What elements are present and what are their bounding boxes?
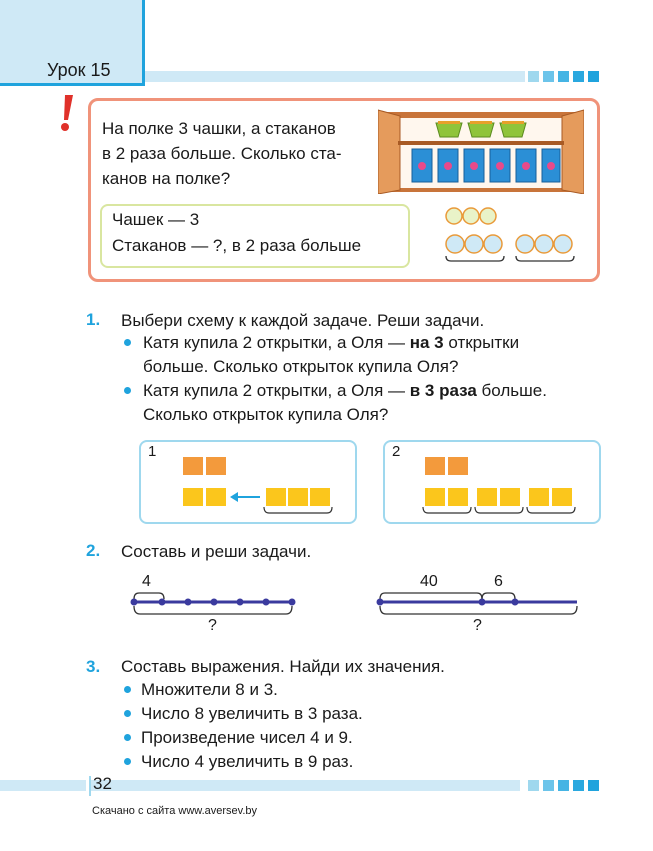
- source-credit: Скачано с сайта www.aversev.by: [92, 805, 258, 817]
- task3-item: Произведение чисел 4 и 9.: [141, 728, 353, 747]
- bullet: [124, 758, 131, 765]
- condition-box: [100, 204, 410, 268]
- yellow-block: [552, 488, 572, 506]
- task-title: Составь и реши задачи.: [121, 542, 312, 561]
- exclamation-icon: [61, 95, 73, 131]
- orange-block: [448, 457, 468, 475]
- task3-item: Множители 8 и 3.: [141, 680, 278, 699]
- footer-square: [558, 780, 569, 791]
- page-number: 32: [93, 774, 112, 793]
- task3-item: Число 8 увеличить в 3 раза.: [141, 704, 363, 723]
- segment-diagram-1: [130, 592, 296, 615]
- text-part: Катя купила 2 открытки, а Оля —: [143, 333, 410, 352]
- bold-part: в 3 раза: [409, 381, 477, 400]
- scheme-label: 1: [148, 443, 157, 460]
- circles-scheme: [445, 207, 575, 262]
- header-square: [528, 71, 539, 82]
- orange-block: [183, 457, 203, 475]
- brace: [263, 506, 333, 514]
- task-number: 2.: [86, 541, 101, 560]
- task-number: 1.: [86, 310, 101, 329]
- header-square: [558, 71, 569, 82]
- condition-line: Стаканов — ?, в 2 раза больше: [112, 236, 362, 255]
- scheme-2: [383, 440, 601, 524]
- task3-item: Число 4 увеличить в 9 раз.: [141, 752, 354, 771]
- segment-label: 6: [494, 573, 503, 590]
- segment-label: 40: [420, 573, 438, 590]
- yellow-block: [529, 488, 549, 506]
- problem-box: [88, 98, 600, 282]
- task-title: Составь выражения. Найди их значения.: [121, 657, 445, 676]
- task-title: Выбери схему к каждой задаче. Реши задач…: [121, 311, 485, 330]
- scheme-label: 2: [392, 443, 401, 460]
- braces: [422, 506, 576, 514]
- orange-block: [206, 457, 226, 475]
- task1-bullet2-line2: Сколько открыток купила Оля?: [143, 405, 389, 424]
- footer-square: [543, 780, 554, 791]
- segment-diagram-2: [376, 592, 578, 615]
- task1-bullet1: Катя купила 2 открытки, а Оля — на 3 отк…: [143, 331, 519, 355]
- segment-label: 4: [142, 573, 151, 590]
- yellow-block: [288, 488, 308, 506]
- yellow-block: [425, 488, 445, 506]
- task-number: 3.: [86, 657, 101, 676]
- bullet: [124, 686, 131, 693]
- problem-line: канов на полке?: [102, 169, 231, 188]
- problem-line: На полке 3 чашки, а стаканов: [102, 119, 336, 138]
- segment-question: ?: [473, 617, 482, 634]
- footer-square: [573, 780, 584, 791]
- task1-bullet1-line2: больше. Сколько открыток купила Оля?: [143, 357, 459, 376]
- task1-bullet2: Катя купила 2 открытки, а Оля — в 3 раза…: [143, 379, 547, 403]
- yellow-block: [266, 488, 286, 506]
- problem-line: в 2 раза больше. Сколько ста-: [102, 144, 342, 163]
- footer-square: [588, 780, 599, 791]
- header-square: [573, 71, 584, 82]
- footer-square: [528, 780, 539, 791]
- header-square: [543, 71, 554, 82]
- problem-text: На полке 3 чашки, а стаканов в 2 раза бо…: [102, 116, 382, 191]
- yellow-block: [448, 488, 468, 506]
- text-part: Катя купила 2 открытки, а Оля —: [143, 381, 410, 400]
- yellow-block: [477, 488, 497, 506]
- footer-divider: [89, 776, 91, 796]
- yellow-block: [206, 488, 226, 506]
- orange-block: [425, 457, 445, 475]
- yellow-block: [183, 488, 203, 506]
- footer-bar: [0, 780, 86, 791]
- condition-line: Чашек — 3: [112, 210, 200, 229]
- scheme-1: [139, 440, 357, 524]
- header-square: [588, 71, 599, 82]
- bullet: [124, 710, 131, 717]
- yellow-block: [500, 488, 520, 506]
- bold-part: на 3: [409, 333, 444, 352]
- bullet: [124, 339, 131, 346]
- arrow-left-icon: [230, 492, 260, 502]
- header-bar: [145, 71, 525, 82]
- bullet: [124, 387, 131, 394]
- footer-bar: [90, 780, 520, 791]
- lesson-tab: [0, 0, 145, 86]
- yellow-block: [310, 488, 330, 506]
- text-part: больше.: [476, 381, 547, 400]
- bullet: [124, 734, 131, 741]
- lesson-title: Урок 15: [47, 60, 111, 80]
- text-part: открытки: [443, 333, 520, 352]
- cupboard-illustration: [378, 109, 584, 194]
- segment-question: ?: [208, 617, 217, 634]
